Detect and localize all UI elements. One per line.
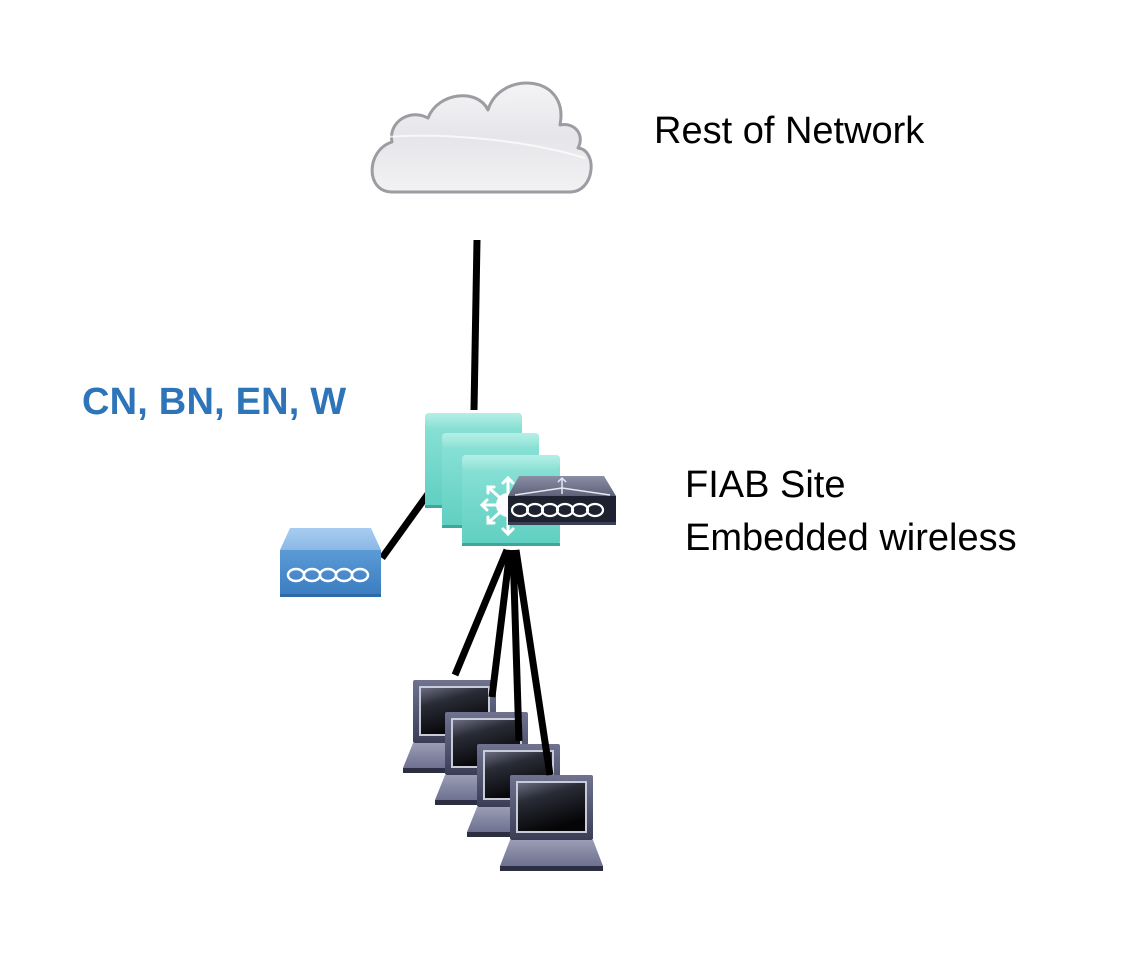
- wireless-waves-icon: [286, 567, 370, 583]
- cloud-icon: [370, 81, 593, 194]
- laptop-4: [500, 775, 603, 871]
- laptops: [403, 680, 603, 871]
- laptop-links: [451, 548, 554, 776]
- link-switch-to-laptop-4: [512, 549, 554, 776]
- wireless-waves-icon: [510, 502, 605, 518]
- wireless-controller-icon: [508, 476, 616, 525]
- cloud-label: Rest of Network: [654, 110, 925, 152]
- fabric-roles-label: CN, BN, EN, W: [82, 381, 347, 423]
- link-switch-to-laptop-1: [451, 548, 511, 677]
- link-cloud-to-switch: [470, 239, 481, 411]
- site-label-line2: Embedded wireless: [685, 517, 1017, 559]
- access-point-icon: [280, 528, 381, 597]
- link-switch-to-laptop-2: [488, 549, 514, 698]
- site-label-line1: FIAB Site: [685, 464, 846, 506]
- site-label: FIAB Site Embedded wireless: [685, 459, 1017, 565]
- link-switch-to-laptop-3: [509, 549, 523, 742]
